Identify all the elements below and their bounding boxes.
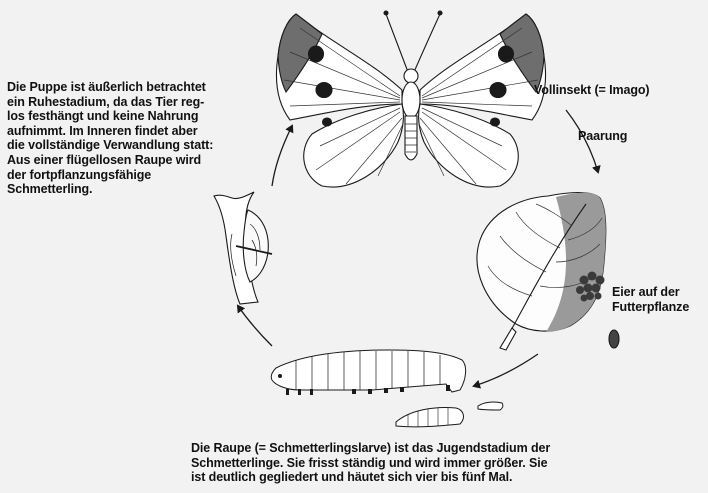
pupa-illustration	[214, 192, 272, 304]
arrow-pupa-to-imago	[272, 126, 292, 186]
arrow-larva-to-pupa	[238, 306, 272, 346]
caterpillar-illustration	[271, 350, 503, 427]
larva-description: Die Raupe (= Schmetterlingslarve) ist da…	[191, 441, 651, 485]
imago-label: Vollinsekt (= Imago)	[534, 83, 650, 98]
right-hindwing	[419, 104, 519, 187]
chrysalis	[243, 210, 268, 282]
arrow-eggs-to-larva	[474, 354, 538, 386]
single-egg	[609, 330, 619, 348]
mating-label: Paarung	[578, 129, 627, 144]
left-hindwing	[304, 104, 404, 187]
butterfly-illustration	[277, 11, 546, 187]
large-caterpillar	[271, 350, 465, 392]
eggs-label: Eier auf der Futterpflanze	[612, 285, 689, 314]
leaf-stem	[500, 328, 516, 350]
small-caterpillar	[478, 402, 503, 410]
leaf-illustration	[477, 193, 619, 351]
pupa-description: Die Puppe ist äußerlich betrachtet ein R…	[7, 80, 269, 197]
medium-caterpillar	[396, 408, 463, 427]
